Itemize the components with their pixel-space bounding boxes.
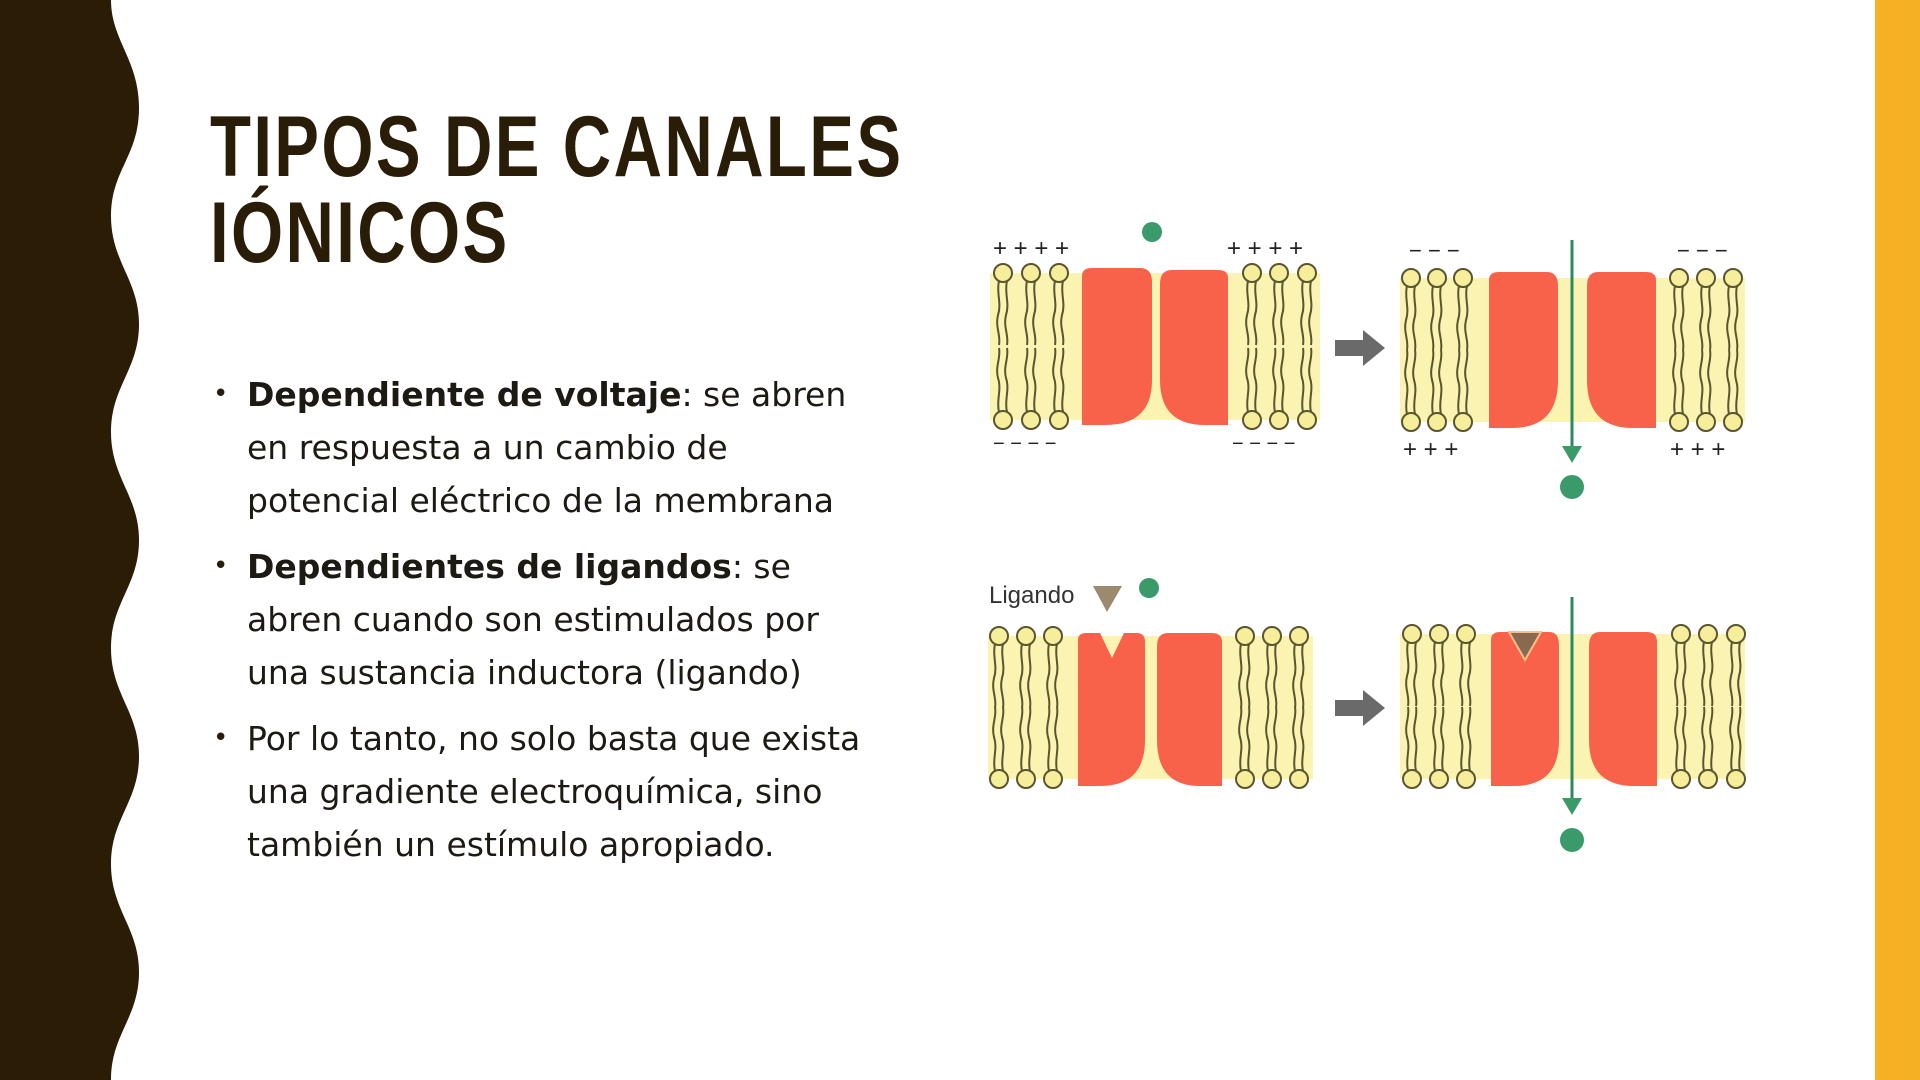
bullet-term: Dependiente de voltaje xyxy=(247,375,682,414)
charge-label: + + + + xyxy=(1227,235,1303,262)
bullet-text: : se abren en respuesta a un cambio de p… xyxy=(247,375,847,520)
ion-dot-icon xyxy=(1142,222,1162,242)
bullet-icon: • xyxy=(213,379,229,409)
page-title: TIPOS DE CANALES IÓNICOS xyxy=(210,104,912,276)
ion-dot-icon xyxy=(1560,828,1584,852)
right-arrow-icon xyxy=(1335,330,1385,366)
charge-label: + + + xyxy=(1403,436,1458,463)
triangle-icon xyxy=(1093,586,1122,612)
down-arrow-icon xyxy=(1562,597,1582,815)
title-line-1: TIPOS DE CANALES xyxy=(210,99,904,195)
bound-ligand-icon xyxy=(1507,631,1543,663)
ligand-gated-open-panel xyxy=(1400,597,1746,852)
bullet-text: Por lo tanto, no solo basta que exista u… xyxy=(247,719,861,864)
bullet-conclusion: • Por lo tanto, no solo basta que exista… xyxy=(210,712,890,871)
voltage-gated-open-panel: − − − − − − + + + + + + xyxy=(1400,238,1745,499)
voltage-gated-closed-panel: + + + + + + + + − − − − − − − − xyxy=(990,222,1320,455)
bullet-list: • Dependiente de voltaje: se abren en re… xyxy=(210,368,890,884)
down-arrow-icon xyxy=(1562,240,1582,463)
ion-dot-icon xyxy=(1560,475,1584,499)
accent-bar xyxy=(1875,0,1920,1080)
right-arrow-icon xyxy=(1335,690,1385,726)
title-line-2: IÓNICOS xyxy=(210,185,510,281)
ligand-label: Ligando xyxy=(989,582,1074,609)
charge-label: + + + xyxy=(1670,436,1725,463)
bullet-ligand-gated: • Dependientes de ligandos: se abren cua… xyxy=(210,540,890,699)
ligand-gated-closed-panel: Ligando xyxy=(988,578,1313,789)
bullet-icon: • xyxy=(213,723,229,753)
charge-label: + + + + xyxy=(993,235,1069,262)
charge-label: − − − xyxy=(1409,238,1460,263)
bullet-term: Dependientes de ligandos xyxy=(247,547,732,586)
bullet-icon: • xyxy=(213,551,229,581)
charge-label: − − − − xyxy=(1232,433,1295,455)
charge-label: − − − − xyxy=(993,433,1056,455)
charge-label: − − − xyxy=(1677,238,1728,263)
decorative-wave-border xyxy=(0,0,139,1080)
bullet-text: : se abren cuando son estimulados por un… xyxy=(247,547,819,692)
bullet-voltage-gated: • Dependiente de voltaje: se abren en re… xyxy=(210,368,890,527)
ion-dot-icon xyxy=(1139,578,1159,598)
